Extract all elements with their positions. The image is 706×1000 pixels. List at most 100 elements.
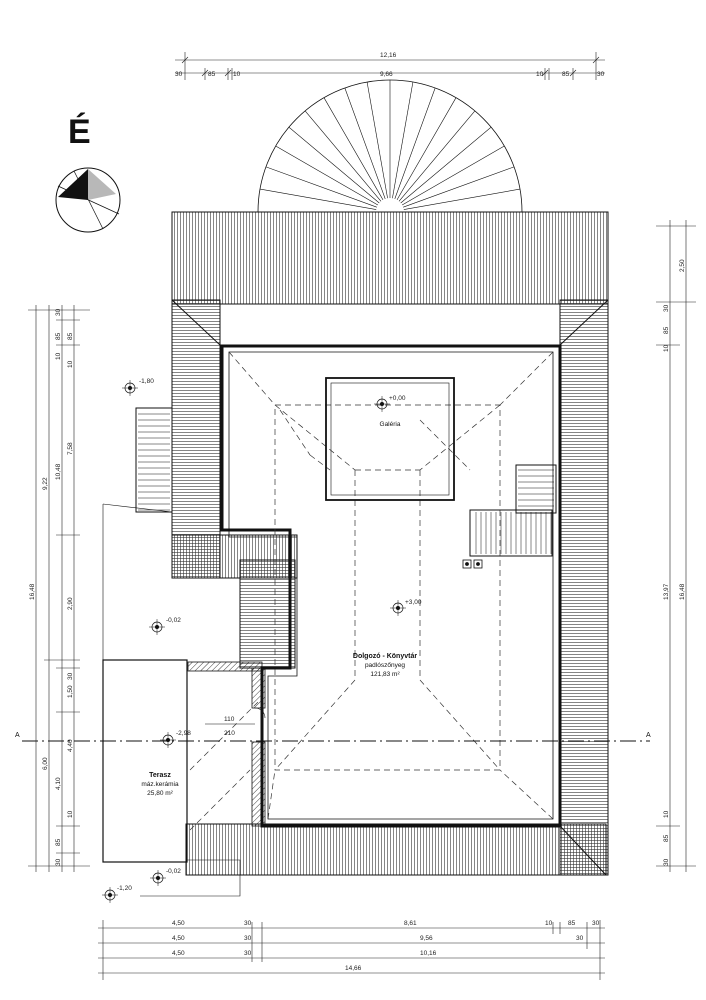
drawing-line bbox=[275, 145, 379, 206]
dim-bottom-row3: 30 bbox=[244, 950, 252, 957]
dim-right-inner: 85 bbox=[663, 834, 670, 842]
north-label: É bbox=[68, 113, 91, 151]
dim-top-part: 85 bbox=[208, 71, 216, 78]
right-stair bbox=[469, 464, 557, 557]
door-width: 110 bbox=[224, 716, 235, 723]
drawing-line bbox=[398, 110, 476, 202]
dim-left-inner: 85 bbox=[55, 838, 62, 846]
dim-left-inner: 10,48 bbox=[55, 463, 62, 480]
drawing-line bbox=[304, 110, 382, 202]
dim-bottom-row2: 30 bbox=[244, 935, 252, 942]
level-left-mid: -0,02 bbox=[166, 617, 181, 624]
level-bottom-right: -0,02 bbox=[166, 868, 181, 875]
dim-bottom-total: 14,66 bbox=[345, 965, 362, 972]
room-main-name: Dolgozó - Könyvtár bbox=[353, 653, 417, 660]
dim-bottom-row1: 85 bbox=[568, 920, 576, 927]
room-main-area: 121,83 m² bbox=[370, 671, 400, 678]
level-bottom-left: -1,20 bbox=[117, 885, 132, 892]
room-galeria-label: Galéria bbox=[380, 421, 401, 428]
room-terrace-area: 25,80 m² bbox=[147, 790, 173, 797]
room-terrace-name: Terasz bbox=[149, 772, 171, 779]
door-height: 210 bbox=[224, 730, 235, 737]
terrace bbox=[102, 503, 241, 897]
dim-bottom-row2: 9,56 bbox=[420, 935, 433, 942]
drawing-line bbox=[401, 145, 505, 206]
dim-bottom-row1: 4,50 bbox=[172, 920, 185, 927]
dim-top-part: 10 bbox=[536, 71, 544, 78]
room-terrace-floor: máz.kerámia bbox=[141, 781, 179, 788]
dim-bottom-row2: 30 bbox=[576, 935, 584, 942]
dim-left-inner: 30 bbox=[55, 858, 62, 866]
left-dimension-chains bbox=[28, 305, 90, 872]
dim-left-detail: 10 bbox=[67, 810, 74, 818]
drawing-line bbox=[344, 87, 386, 199]
bottom-dimension-chains bbox=[98, 920, 605, 980]
dim-left-inner: 85 bbox=[55, 332, 62, 340]
dim-bottom-row3: 10,16 bbox=[420, 950, 437, 957]
dim-bottom-row1: 10 bbox=[545, 920, 553, 927]
level-markers bbox=[102, 380, 406, 903]
dim-right-mid: 2,50 bbox=[679, 259, 686, 272]
dim-left-detail: 4,40 bbox=[67, 739, 74, 752]
level-dolgozo: +3,00 bbox=[405, 599, 422, 606]
dim-top-total: 12,16 bbox=[380, 52, 397, 59]
dim-left-outer: 16,48 bbox=[29, 583, 36, 600]
drawing-line bbox=[259, 188, 377, 210]
dim-right-inner: 10 bbox=[663, 810, 670, 818]
dim-top-part: 9,66 bbox=[380, 71, 393, 78]
right-dimension-chains bbox=[656, 220, 696, 872]
dim-bottom-row2: 4,50 bbox=[172, 935, 185, 942]
spiral-stair bbox=[257, 79, 523, 213]
door-swing bbox=[205, 707, 266, 725]
dim-bottom-row1: 8,61 bbox=[404, 920, 417, 927]
dim-right-inner: 85 bbox=[663, 326, 670, 334]
section-marker-right: A bbox=[646, 732, 651, 739]
dim-left-detail: 2,90 bbox=[67, 597, 74, 610]
dim-right-inner: 30 bbox=[663, 858, 670, 866]
left-stair bbox=[135, 407, 173, 513]
dim-right-inner: 30 bbox=[663, 304, 670, 312]
top-dimension-chain bbox=[175, 52, 605, 80]
dim-bottom-row3: 4,50 bbox=[172, 950, 185, 957]
roof-ridges bbox=[189, 351, 554, 831]
dim-left-inner: 10 bbox=[55, 352, 62, 360]
dim-left-detail: 10 bbox=[67, 360, 74, 368]
chimney bbox=[462, 559, 483, 569]
dim-left-detail: 7,58 bbox=[67, 442, 74, 455]
dim-bottom-row1: 30 bbox=[244, 920, 252, 927]
dim-top-part: 85 bbox=[562, 71, 570, 78]
drawing-line bbox=[403, 188, 521, 210]
drawing-line bbox=[394, 87, 436, 199]
drawing-line bbox=[265, 166, 377, 208]
north-arrow-icon bbox=[55, 167, 121, 233]
dim-right-inner: 10 bbox=[663, 344, 670, 352]
dim-left-detail: 30 bbox=[67, 672, 74, 680]
dim-top-part: 30 bbox=[597, 71, 605, 78]
dim-left-mid: 6,00 bbox=[42, 757, 49, 770]
drawing-line bbox=[323, 97, 384, 201]
level-stair: -1,80 bbox=[139, 378, 154, 385]
dim-left-detail: 85 bbox=[67, 332, 74, 340]
room-main-floor: padlószőnyeg bbox=[365, 662, 405, 669]
dim-top-part: 10 bbox=[233, 71, 241, 78]
dim-left-inner: 30 bbox=[55, 308, 62, 316]
dim-right-outer: 16,48 bbox=[679, 583, 686, 600]
dim-bottom-row1: 30 bbox=[592, 920, 600, 927]
drawing-line bbox=[400, 126, 492, 204]
section-marker-left: A bbox=[15, 732, 20, 739]
gallery-opening bbox=[325, 377, 455, 501]
level-terasz: -2,98 bbox=[176, 730, 191, 737]
drawing-line bbox=[396, 97, 457, 201]
drawing-line bbox=[288, 126, 380, 204]
wall-hatch bbox=[187, 661, 266, 827]
dim-top-part: 30 bbox=[175, 71, 183, 78]
dim-left-mid: 9,22 bbox=[42, 477, 49, 490]
drawing-line bbox=[392, 81, 414, 199]
dim-right-mid: 13,97 bbox=[663, 583, 670, 600]
drawing-line bbox=[366, 81, 388, 199]
roof-eaves bbox=[171, 211, 609, 876]
dim-left-inner: 4,10 bbox=[55, 777, 62, 790]
dim-left-detail: 1,50 bbox=[67, 685, 74, 698]
drawing-line bbox=[403, 166, 515, 208]
